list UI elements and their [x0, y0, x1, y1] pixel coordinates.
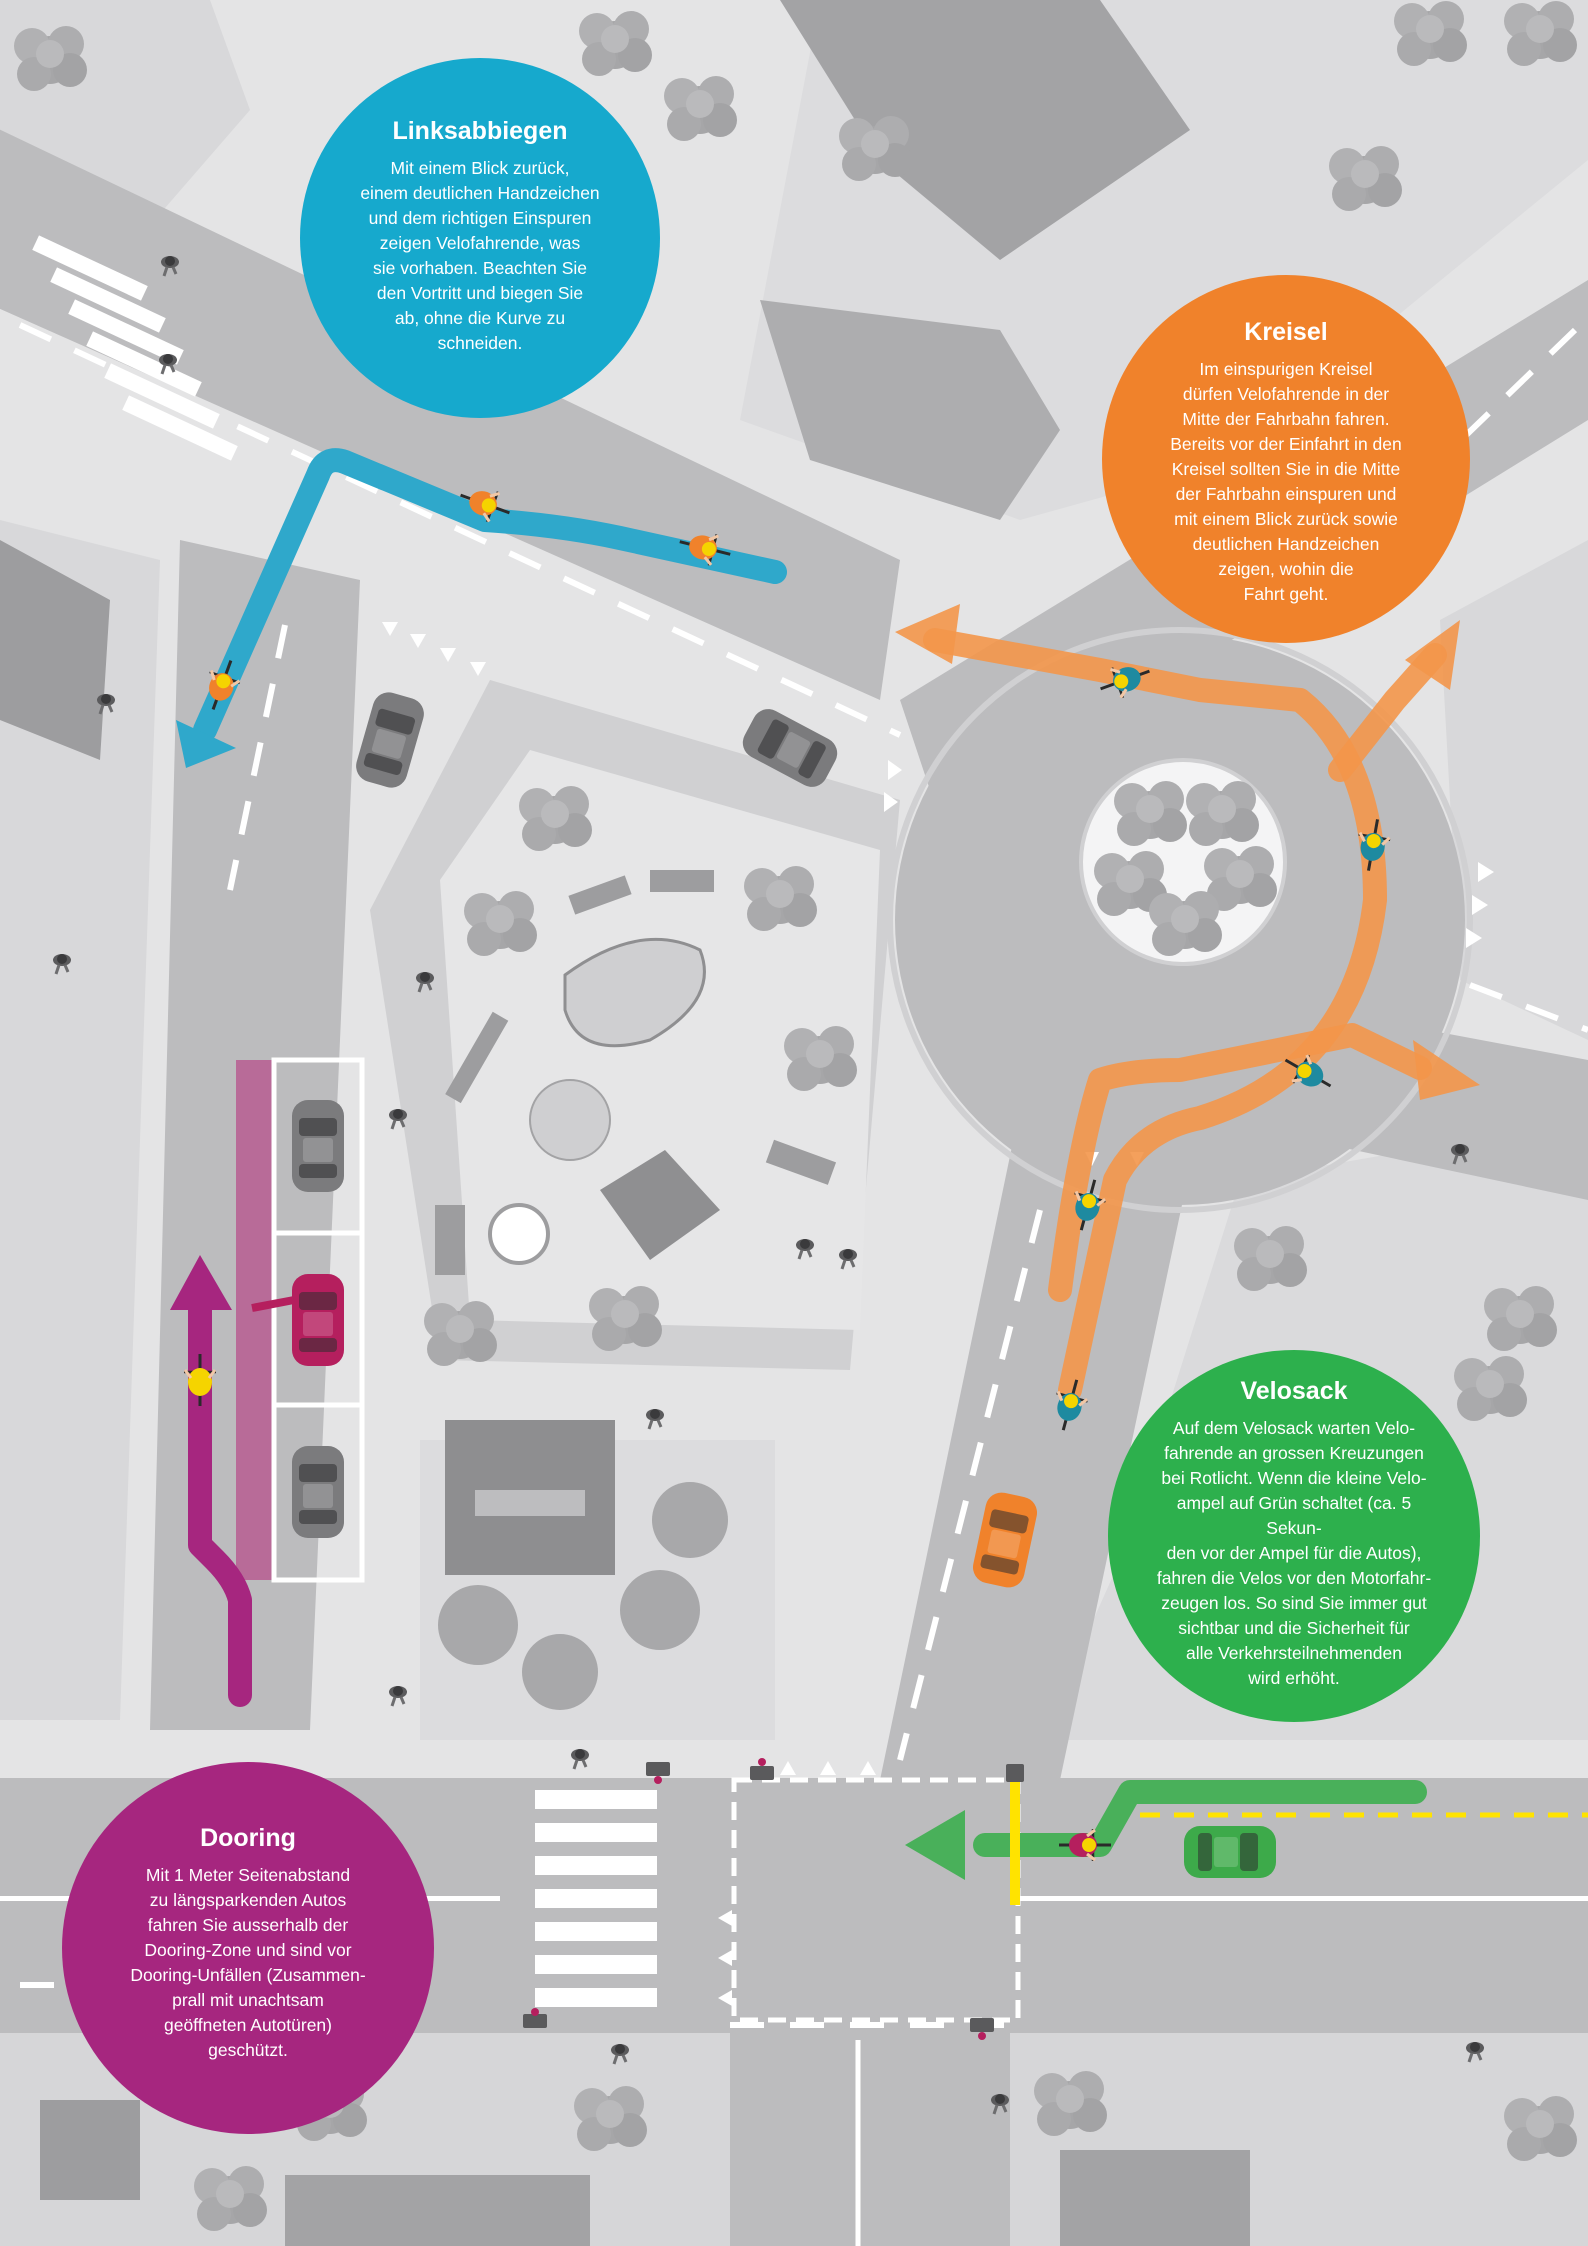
callout-text: Mit einem Blick zurück, einem deutlichen…	[360, 157, 600, 353]
callout-linksabbiegen: Linksabbiegen Mit einem Blick zurück, ei…	[300, 58, 660, 418]
callout-velosack: Velosack Auf dem Velosack warten Velo- f…	[1108, 1350, 1480, 1722]
callout-title: Velosack	[1240, 1377, 1348, 1405]
callout-kreisel: Kreisel Im einspurigen Kreisel dürfen Ve…	[1102, 275, 1470, 643]
callout-title: Kreisel	[1244, 317, 1328, 346]
callout-text: Mit 1 Meter Seitenabstand zu längsparken…	[130, 1864, 366, 2060]
callout-text: Auf dem Velosack warten Velo- fahrende a…	[1156, 1418, 1432, 1688]
callout-dooring: Dooring Mit 1 Meter Seitenabstand zu län…	[62, 1762, 434, 2134]
callout-text: Im einspurigen Kreisel dürfen Velofahren…	[1170, 358, 1402, 604]
callout-title: Dooring	[200, 1823, 296, 1852]
callout-title: Linksabbiegen	[392, 116, 568, 145]
